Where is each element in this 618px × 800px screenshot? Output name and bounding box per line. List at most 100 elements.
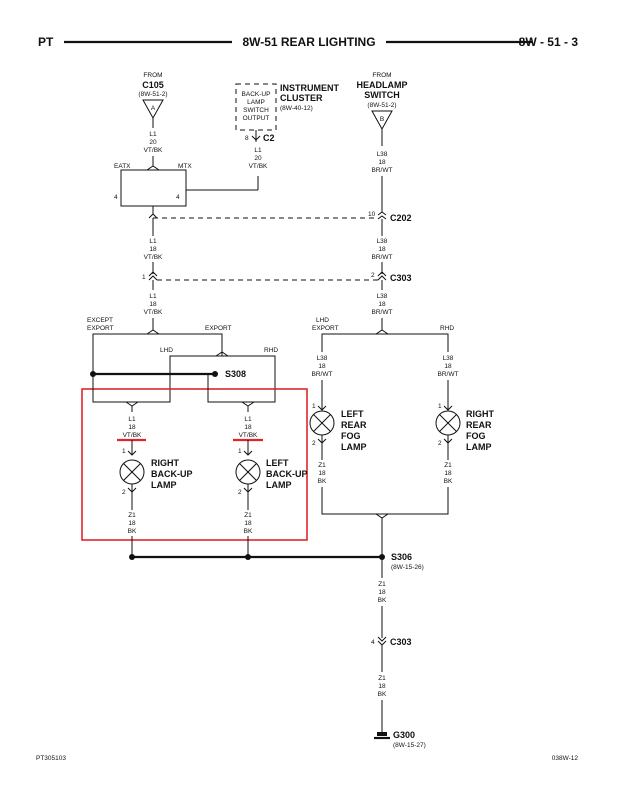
pin-label: 1 xyxy=(122,448,126,455)
wire-label: L38 xyxy=(317,355,328,362)
wire-label: 18 xyxy=(244,520,252,527)
lhd-label: LHD xyxy=(316,317,329,324)
lamp-name: LAMP xyxy=(466,442,492,452)
c105-letter: A xyxy=(151,105,156,112)
source-c105: FROM C105 (8W-51-2) A L1 20 VT/BK xyxy=(138,72,168,166)
wire-label: 18 xyxy=(244,424,252,431)
ground-g300: G300 (8W-15-27) xyxy=(374,730,426,749)
pin-label: 2 xyxy=(122,489,126,496)
wire-label: 18 xyxy=(378,683,386,690)
wire-label: L38 xyxy=(377,151,388,158)
except-label: EXCEPT xyxy=(87,317,113,324)
headlamp-name: HEADLAMP xyxy=(357,80,408,90)
pin-label: 1 xyxy=(438,403,442,410)
splice-s308: S308 xyxy=(90,369,246,379)
left-backup-branch: L1 18 VT/BK 1 LEFT BACK-UP LAMP 2 Z1 18 … xyxy=(207,374,308,557)
wire-label: BK xyxy=(378,691,387,698)
headlamp-letter: B xyxy=(380,116,384,123)
left-fog-branch: L38 18 BR/WT 1 LEFT REAR FOG LAMP 2 Z1 1… xyxy=(309,355,367,510)
wire-label: 18 xyxy=(378,589,386,596)
wire-label: Z1 xyxy=(318,462,326,469)
lamp-name: REAR xyxy=(466,420,492,430)
wire-label: BK xyxy=(378,597,387,604)
wire-label: 20 xyxy=(254,155,262,162)
c105-name: C105 xyxy=(142,80,164,90)
right-fog-branch: L38 18 BR/WT 1 RIGHT REAR FOG LAMP 2 Z1 … xyxy=(435,355,495,510)
header-left: PT xyxy=(38,35,54,49)
wire-label: VT/BK xyxy=(144,254,163,261)
c303-pin: 2 xyxy=(371,272,375,279)
headlamp-from: FROM xyxy=(372,72,391,79)
c303-lower-label: C303 xyxy=(390,637,412,647)
ground-ref: (8W-15-27) xyxy=(393,742,426,749)
wire-label: VT/BK xyxy=(123,432,142,439)
wire-label: Z1 xyxy=(244,512,252,519)
wire-label: VT/BK xyxy=(144,147,163,154)
wire-label: Z1 xyxy=(378,675,386,682)
wire-label: BK xyxy=(128,528,137,535)
pin-label: 2 xyxy=(438,440,442,447)
export-split-left: EXCEPT EXPORT EXPORT LHD RHD xyxy=(87,317,278,398)
wire-label: 18 xyxy=(318,470,326,477)
wire-label: 18 xyxy=(444,470,452,477)
c303-label: C303 xyxy=(390,273,412,283)
pin-label: 4 xyxy=(114,194,118,201)
wire-label: L38 xyxy=(377,293,388,300)
headlamp-ref: (8W-51-2) xyxy=(367,102,396,109)
wire-label: Z1 xyxy=(444,462,452,469)
cluster-output-box xyxy=(235,83,277,131)
lamp-name: RIGHT xyxy=(466,409,495,419)
cluster-pin: 8 xyxy=(245,135,249,142)
mtx-label: MTX xyxy=(178,163,192,170)
lamp-name: LAMP xyxy=(151,480,177,490)
cluster-connector: C2 xyxy=(263,133,275,143)
page-number: 8W - 51 - 3 xyxy=(519,35,579,49)
page-title: 8W-51 REAR LIGHTING xyxy=(242,35,375,49)
connector-c303-upper: 1 2 C303 xyxy=(142,271,412,290)
wire-label: BR/WT xyxy=(438,371,459,378)
lamp-name: BACK-UP xyxy=(151,469,193,479)
cluster-name: INSTRUMENT xyxy=(280,83,339,93)
s308-label: S308 xyxy=(225,369,246,379)
wire-label: BK xyxy=(318,478,327,485)
c202-pin: 10 xyxy=(368,211,376,218)
wire-label: 18 xyxy=(378,159,386,166)
c105-ref: (8W-51-2) xyxy=(138,91,167,98)
ground-icon xyxy=(377,732,387,736)
wire-label: BR/WT xyxy=(372,167,393,174)
eatx-mtx-selector: EATX MTX 4 4 xyxy=(114,163,259,214)
c202-label: C202 xyxy=(390,213,412,223)
wire-label: 18 xyxy=(128,424,136,431)
pin-label: 4 xyxy=(176,194,180,201)
wire-label: BK xyxy=(244,528,253,535)
lamp-name: LEFT xyxy=(341,409,364,419)
wire-label: 18 xyxy=(318,363,326,370)
c105-from: FROM xyxy=(143,72,162,79)
wire-label: L38 xyxy=(443,355,454,362)
c105-triangle xyxy=(142,99,164,120)
s306-ref: (8W-15-26) xyxy=(391,564,424,571)
wire-label: 18 xyxy=(378,246,386,253)
wire-label: 18 xyxy=(378,301,386,308)
footer-code-right: 038W-12 xyxy=(552,755,579,762)
wire-label: BK xyxy=(444,478,453,485)
cluster-name: CLUSTER xyxy=(280,93,323,103)
wire-label: 18 xyxy=(149,301,157,308)
eatx-label: EATX xyxy=(114,163,131,170)
connector-c202: 10 C202 xyxy=(148,211,412,236)
wire-label: VT/BK xyxy=(144,309,163,316)
right-backup-branch: L1 18 VT/BK 1 RIGHT BACK-UP LAMP 2 Z1 18… xyxy=(92,374,193,557)
export-label: EXPORT xyxy=(312,325,339,332)
cluster-box-text: LAMP xyxy=(247,99,265,106)
highlight-box xyxy=(81,388,308,541)
connector-c303-lower: 4 C303 xyxy=(371,636,412,647)
wire-label: BR/WT xyxy=(372,254,393,261)
wire-label: L1 xyxy=(149,238,157,245)
footer-code-left: PT305103 xyxy=(36,755,66,762)
export-label: EXPORT xyxy=(87,325,114,332)
wire-label: L38 xyxy=(377,238,388,245)
page-header: PT 8W-51 REAR LIGHTING 8W - 51 - 3 xyxy=(38,35,578,49)
pin-label: 1 xyxy=(238,448,242,455)
pin-label: 2 xyxy=(238,489,242,496)
splice-s306: S306 (8W-15-26) xyxy=(129,552,424,571)
